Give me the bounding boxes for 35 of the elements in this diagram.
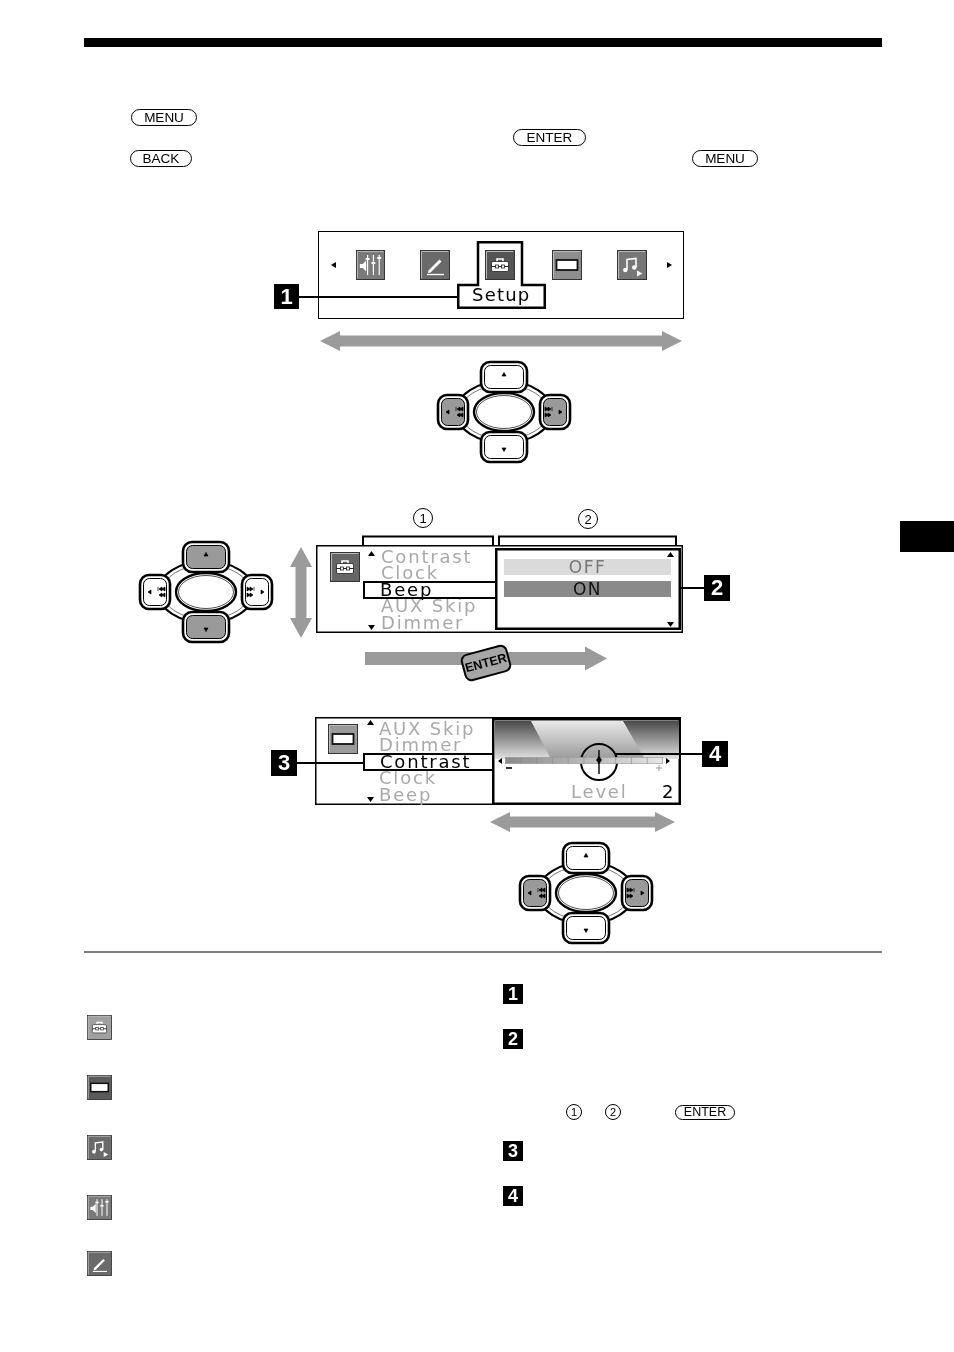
menu-item: Clock <box>379 770 437 786</box>
menu-item: AUX Skip <box>381 598 478 614</box>
selected-item-frame: Contrast <box>363 753 492 771</box>
callout-number: 3 <box>503 1141 523 1161</box>
adjustment-panel <box>492 718 681 805</box>
callout-number: 2 <box>503 1029 523 1049</box>
menu-item: Beep <box>379 787 433 803</box>
highlight-circle <box>580 743 618 781</box>
leader-line <box>614 753 703 755</box>
callout-number: 3 <box>271 750 297 776</box>
callout-number: 4 <box>702 741 728 767</box>
level-value: 2 <box>662 784 676 800</box>
leader-line <box>680 587 705 589</box>
menu-item: Clock <box>381 565 439 581</box>
option-bar: ON <box>504 581 671 597</box>
callout-number: 2 <box>704 575 730 601</box>
callout-number: 1 <box>503 984 523 1004</box>
menu-item: Contrast <box>381 549 473 565</box>
menu-item: Dimmer <box>381 615 465 631</box>
options-panel <box>495 548 681 630</box>
menu-bar <box>318 231 684 319</box>
display-screen <box>315 717 681 805</box>
leader-line <box>298 296 458 298</box>
display-screen <box>316 545 683 633</box>
callout-number: 4 <box>503 1186 523 1206</box>
selected-item-frame <box>457 241 546 309</box>
option-bar: OFF <box>504 559 671 575</box>
level-label: Level <box>571 784 628 800</box>
selected-item-frame: Beep <box>363 581 495 599</box>
leader-line <box>296 762 364 764</box>
item-label: Setup <box>472 287 531 303</box>
enter-key: ENTER <box>459 643 513 683</box>
menu-item: AUX Skip <box>379 721 476 737</box>
menu-item: Dimmer <box>379 737 463 753</box>
callout-number: 1 <box>274 284 299 309</box>
